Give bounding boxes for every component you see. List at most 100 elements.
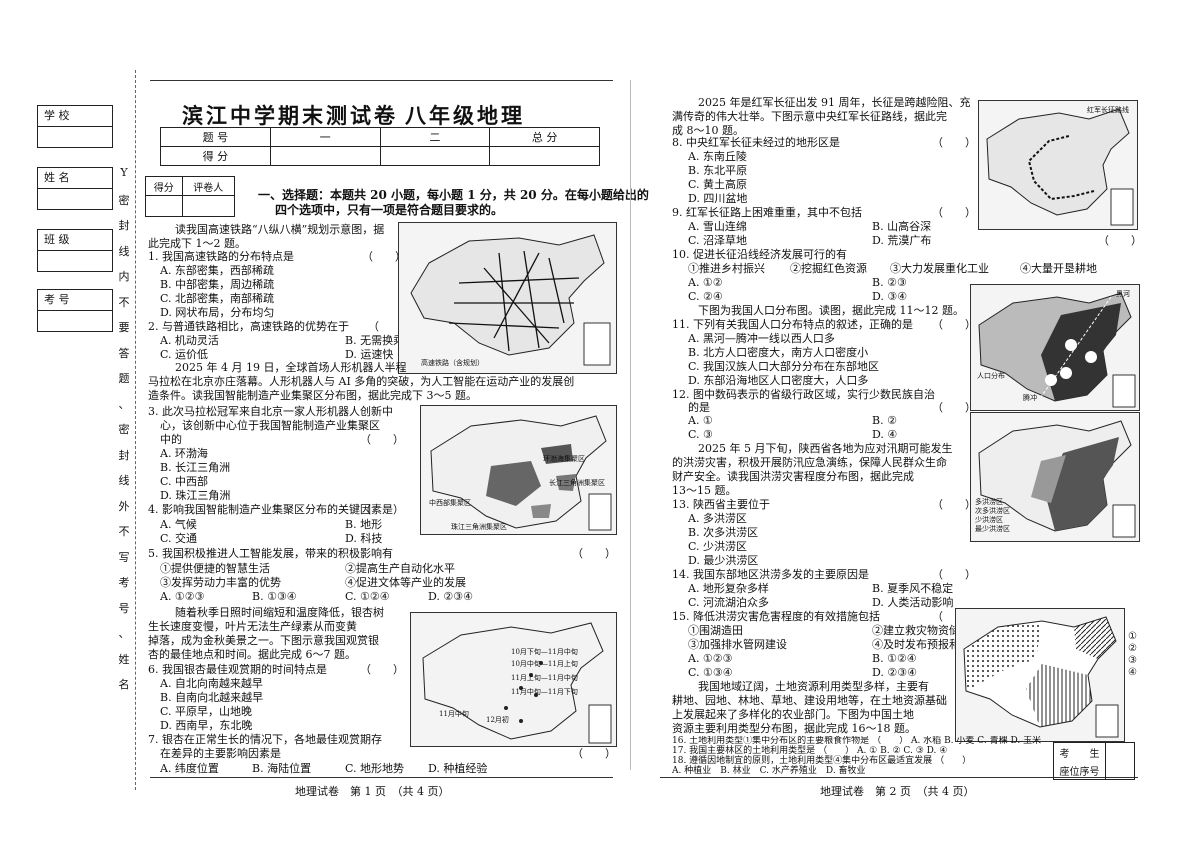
- score-cell[interactable]: [489, 146, 600, 166]
- q8-option-b[interactable]: B. 东北平原: [688, 164, 748, 177]
- seat-label-1: 考 生: [1053, 742, 1106, 761]
- q14-option-a[interactable]: A. 地形复杂多样: [688, 582, 769, 595]
- q17-option-a[interactable]: A. ①: [856, 746, 878, 756]
- q16-option-b[interactable]: B. 小麦: [944, 736, 975, 746]
- q4-option-c[interactable]: C. 交通: [160, 532, 198, 545]
- q3-option-c[interactable]: C. 中西部: [160, 475, 209, 488]
- flood-legend-2: 次多洪涝区: [975, 507, 1010, 515]
- q9-option-a[interactable]: A. 雪山连绵: [688, 220, 747, 233]
- q12-option-d[interactable]: D. ④: [872, 428, 898, 441]
- q15-option-c[interactable]: C. ①③④: [688, 666, 733, 679]
- q13-option-c[interactable]: C. 少洪涝区: [688, 540, 748, 553]
- seal-line-char: 考: [118, 576, 130, 589]
- q9-paren: （ ）: [932, 206, 976, 219]
- q4-option-a[interactable]: A. 气候: [160, 518, 197, 531]
- q10-option-d[interactable]: D. ③④: [872, 290, 908, 303]
- q14-option-c[interactable]: C. 河流湖泊众多: [688, 596, 770, 609]
- q18-option-b[interactable]: B. 林业: [720, 766, 751, 776]
- q7-option-a[interactable]: A. 纬度位置: [160, 762, 219, 775]
- intro-q1-2: 读我国高速铁路“八纵八横”规划示意图，据: [175, 223, 385, 236]
- q12-option-a[interactable]: A. ①: [688, 414, 713, 427]
- q5-option-d[interactable]: D. ②③④: [428, 590, 474, 603]
- q8-option-c[interactable]: C. 黄土高原: [688, 178, 748, 191]
- q5-option-b[interactable]: B. ①③④: [252, 590, 297, 603]
- score-cell[interactable]: [269, 146, 381, 166]
- q10-option-a[interactable]: A. ①②: [688, 276, 723, 289]
- score-cell[interactable]: [379, 146, 491, 166]
- q18-option-d[interactable]: D. 畜牧业: [825, 766, 866, 776]
- q18-option-a[interactable]: A. 种植业: [672, 766, 712, 776]
- q11-option-d[interactable]: D. 东部沿海地区人口密度大，人口多: [688, 374, 869, 387]
- q6-option-b[interactable]: B. 自南向北越来越早: [160, 691, 264, 704]
- q14-option-d[interactable]: D. 人类活动影响: [872, 596, 954, 609]
- q17-option-c[interactable]: C. ③: [903, 746, 924, 756]
- exam-number-field[interactable]: 考 号: [37, 289, 113, 332]
- name-field[interactable]: 姓 名: [37, 167, 113, 210]
- q8-option-a[interactable]: A. 东南丘陵: [688, 150, 747, 163]
- q14-option-b[interactable]: B. 夏季风不稳定: [872, 582, 954, 595]
- q3-stem-2: 心，该创新中心位于我国智能制造产业集聚区: [160, 419, 380, 432]
- q4-option-b[interactable]: B. 地形: [345, 518, 383, 531]
- seal-line-char: 、: [118, 397, 130, 411]
- grader-name-cell[interactable]: [181, 195, 236, 217]
- q11-option-b[interactable]: B. 北方人口密度大，南方人口密度小: [688, 346, 869, 359]
- school-field[interactable]: 学 校: [37, 105, 113, 148]
- q2-option-c[interactable]: C. 运价低: [160, 348, 209, 361]
- q13-option-d[interactable]: D. 最少洪涝区: [688, 554, 759, 567]
- q5-option-c[interactable]: C. ①②④: [345, 590, 390, 603]
- page2-bottom-rule: [660, 777, 1138, 778]
- q1-option-c[interactable]: C. 北部密集，南部稀疏: [160, 292, 275, 305]
- q6-option-c[interactable]: C. 平原早，山地晚: [160, 705, 253, 718]
- grader-score-cell[interactable]: [145, 195, 183, 217]
- q1-option-d[interactable]: D. 网状布局，分布均匀: [160, 306, 275, 319]
- class-field[interactable]: 班 级: [37, 229, 113, 272]
- q3-option-d[interactable]: D. 珠江三角洲: [160, 489, 231, 502]
- exam-title: 滨江中学期末测试卷: [182, 103, 398, 128]
- q16-option-c[interactable]: C. 青稞: [977, 736, 1008, 746]
- q10-option-b[interactable]: B. ②③: [872, 276, 907, 289]
- q5-item-3: ③发挥劳动力丰富的优势: [160, 576, 281, 589]
- cluster-label-yangtze: 长江三角洲集聚区: [549, 479, 605, 487]
- exam-subtitle: 八年级地理: [405, 103, 525, 128]
- q7-option-c[interactable]: C. 地形地势: [345, 762, 405, 775]
- seal-line-char: 封: [118, 448, 130, 462]
- q6-option-d[interactable]: D. 西南早，东北晚: [160, 719, 253, 732]
- q9-option-b[interactable]: B. 山高谷深: [872, 220, 932, 233]
- q10-option-c[interactable]: C. ②④: [688, 290, 723, 303]
- q7-option-b[interactable]: B. 海陆位置: [252, 762, 312, 775]
- q1-option-a[interactable]: A. 东部密集，西部稀疏: [160, 264, 274, 277]
- q16-option-d[interactable]: D. 玉米: [1010, 736, 1042, 746]
- q15-item-3: ③加强排水管网建设: [688, 638, 787, 651]
- q5-option-a[interactable]: A. ①②③: [160, 590, 205, 603]
- q13-option-a[interactable]: A. 多洪涝区: [688, 512, 747, 525]
- q15-option-a[interactable]: A. ①②③: [688, 652, 733, 665]
- q9-option-d[interactable]: D. 荒漠广布: [872, 234, 932, 247]
- q3-option-b[interactable]: B. 长江三角洲: [160, 461, 231, 474]
- q3-option-a[interactable]: A. 环渤海: [160, 447, 208, 460]
- q17-option-d[interactable]: D. ④: [926, 746, 948, 756]
- page2-footer: 地理试卷 第 2 页 （共 4 页）: [820, 785, 975, 798]
- q12-option-b[interactable]: B. ②: [872, 414, 897, 427]
- q2-option-b[interactable]: B. 无需换乘: [345, 334, 405, 347]
- q16-option-a[interactable]: A. 水稻: [910, 736, 942, 746]
- q11-option-a[interactable]: A. 黑河—腾冲一线以西人口多: [688, 332, 835, 345]
- q6-option-a[interactable]: A. 自北向南越来越早: [160, 677, 263, 690]
- score-th-part1: 一: [269, 127, 381, 147]
- q2-option-a[interactable]: A. 机动灵活: [160, 334, 219, 347]
- q8-option-d[interactable]: D. 四川盆地: [688, 192, 748, 205]
- q1-option-b[interactable]: B. 中部密集，周边稀疏: [160, 278, 275, 291]
- q9-option-c[interactable]: C. 沼泽草地: [688, 234, 748, 247]
- q7-option-d[interactable]: D. 种植经验: [428, 762, 488, 775]
- q4-option-d[interactable]: D. 科技: [345, 532, 383, 545]
- q13-option-b[interactable]: B. 次多洪涝区: [688, 526, 759, 539]
- q15-option-b[interactable]: B. ①②④: [872, 652, 917, 665]
- q15-option-d[interactable]: D. ②③④: [872, 666, 918, 679]
- q11-option-c[interactable]: C. 我国汉族人口大部分分布在东部地区: [688, 360, 880, 373]
- q18-option-c[interactable]: C. 水产养殖业: [759, 766, 817, 776]
- q12-option-c[interactable]: C. ③: [688, 428, 713, 441]
- q17-option-b[interactable]: B. ②: [880, 746, 901, 756]
- q10-item-1: ①推进乡村振兴: [688, 262, 765, 275]
- q16-stem-line: 16. 土地利用类型①集中分布区的主要粮食作物是 （ ） A. 水稻 B. 小麦…: [672, 736, 1042, 746]
- q2-option-d[interactable]: D. 运速快: [345, 348, 394, 361]
- seat-number-cell[interactable]: [1105, 742, 1135, 780]
